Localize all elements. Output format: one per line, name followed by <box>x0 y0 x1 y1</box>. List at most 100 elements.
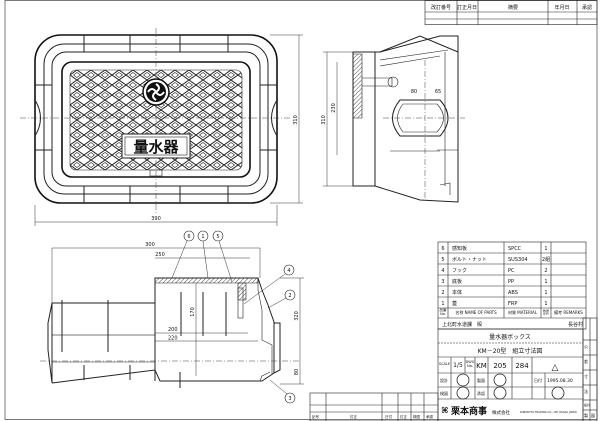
dim-section-inner: 250 <box>155 252 165 258</box>
dwg-no-prefix: KM <box>476 362 487 370</box>
svg-text:4: 4 <box>441 268 444 274</box>
svg-text:フック: フック <box>452 268 467 274</box>
parts-header-no: 品番 No. <box>439 308 447 316</box>
callout-4: 4 <box>243 264 295 305</box>
parts-row: 1 蓋 FRP 1 <box>441 300 547 307</box>
lid-label: 量水器 <box>133 138 179 156</box>
parts-row: 3 底板 PP 1 <box>441 278 547 285</box>
callout-1: 1 <box>197 230 209 279</box>
side-view: 310 230 80 65 <box>321 35 465 203</box>
callout-2: 2 <box>267 289 296 309</box>
svg-text:5: 5 <box>216 234 219 240</box>
drawing-title: 量水器ボックス <box>489 333 531 341</box>
svg-text:1: 1 <box>544 246 547 252</box>
svg-text:図: 図 <box>591 413 595 418</box>
svg-text:1: 1 <box>544 290 547 296</box>
revision-table-top: 改訂番号 訂正月日 摘要 年月日 承認 <box>424 0 598 25</box>
svg-text:1: 1 <box>544 301 547 307</box>
svg-text:2組: 2組 <box>542 256 550 263</box>
scale-value: 1/5 <box>453 362 463 369</box>
dim-plan-width: 390 <box>151 216 161 222</box>
rev-header-ymd: 年月日 <box>554 4 569 11</box>
svg-text:PP: PP <box>508 279 514 285</box>
dim-plan-depth: 310 <box>293 115 299 125</box>
svg-text:差: 差 <box>584 358 588 364</box>
svg-text:訂正: 訂正 <box>400 414 408 419</box>
company-logo-icon: ⌘ <box>441 406 448 415</box>
section-view: 300 250 200 220 170 320 80 6 1 5 4 2 3 <box>40 230 304 404</box>
callout-5: 5 <box>212 230 233 283</box>
dim-side-inner: 230 <box>331 103 337 113</box>
callout-3: 3 <box>269 379 296 404</box>
rev-header-remarks: 摘要 <box>508 4 518 11</box>
rev-header-date: 訂正月日 <box>457 4 477 11</box>
revision-mark: △ <box>552 363 559 373</box>
company-suffix: 株式会社 <box>492 409 510 416</box>
svg-text:1: 1 <box>544 279 547 285</box>
svg-text:日付: 日付 <box>385 414 393 419</box>
date-label: 日付 <box>534 377 542 383</box>
dim-side-pipe2: 65 <box>435 89 441 95</box>
client-name: 上北町水道課 殿 <box>442 321 482 328</box>
svg-text:SUS304: SUS304 <box>508 257 528 263</box>
drawn-label: 製図 <box>477 377 485 383</box>
svg-text:底板: 底板 <box>452 278 462 285</box>
svg-text:5: 5 <box>441 257 444 263</box>
svg-text:SPCC: SPCC <box>508 246 522 252</box>
svg-text:蓋: 蓋 <box>452 300 457 307</box>
rev-header-no: 改訂番号 <box>431 4 451 11</box>
dwg-no-suffix: 284 <box>515 362 529 370</box>
dwg-label: DWG No. <box>465 360 475 368</box>
svg-text:設計: 設計 <box>584 402 590 407</box>
approved-label: 承認 <box>477 390 485 396</box>
svg-text:寸: 寸 <box>584 373 588 379</box>
svg-text:6: 6 <box>441 246 444 252</box>
title-block: 量水器ボックス KM－20型 組立寸法図 1/5 KM 205 284 △ 設計… <box>437 328 584 421</box>
svg-text:2: 2 <box>544 268 547 274</box>
svg-text:FRP: FRP <box>508 301 517 307</box>
dim-section-w2: 220 <box>168 336 178 342</box>
svg-text:訂正: 訂正 <box>350 414 358 419</box>
svg-text:ボルト・ナット: ボルト・ナット <box>452 256 487 263</box>
svg-text:3: 3 <box>441 279 444 285</box>
dim-section-w1: 200 <box>168 327 178 333</box>
dim-section-base: 80 <box>294 369 300 375</box>
drawing-subtitle: KM－20型 組立寸法図 <box>478 347 543 355</box>
svg-text:4: 4 <box>287 268 290 274</box>
svg-text:2: 2 <box>441 290 444 296</box>
svg-text:3: 3 <box>288 396 291 402</box>
parts-row: 4 フック PC 2 <box>441 268 547 274</box>
client-right: 長谷村 <box>568 321 583 328</box>
revision-table-bottom: 記号 訂正 日付 訂正 検図 承認 <box>309 392 439 421</box>
dim-side-total: 310 <box>321 115 327 125</box>
title-side-column: 公 差 寸 法 設計 製 図 <box>582 317 598 421</box>
parts-row: 5 ボルト・ナット SUS304 2組 <box>441 256 550 263</box>
svg-text:PC: PC <box>508 268 515 274</box>
dim-section-h1: 170 <box>190 307 196 317</box>
svg-text:6: 6 <box>187 234 190 240</box>
rev-header-approval: 承認 <box>582 4 592 11</box>
parts-header-remarks: 備考 REMARKS <box>554 309 583 315</box>
drawing-date: 1995.08.30 <box>547 378 573 384</box>
parts-header-name: 名称 NAME OF PARTS <box>455 309 497 315</box>
designed-label: 設計 <box>440 377 448 383</box>
parts-header-material: 材質 MATERIAL <box>507 309 538 315</box>
water-emblem-icon <box>142 78 170 106</box>
svg-text:2: 2 <box>288 293 291 299</box>
svg-text:製: 製 <box>584 412 588 418</box>
dwg-no-mid: 205 <box>493 362 506 370</box>
company-en: KURIMOTO TRADING CO., LTD OSAKA JAPAN <box>520 410 577 414</box>
plan-view: 量水器 390 310 <box>20 28 303 226</box>
svg-text:1: 1 <box>441 301 444 307</box>
svg-text:1: 1 <box>201 234 204 240</box>
scale-label: SCALE <box>438 362 451 367</box>
checked-label: 検図 <box>440 390 448 396</box>
parts-header-qty: 数量 QTY <box>542 308 550 316</box>
dim-side-pipe: 80 <box>411 89 417 95</box>
svg-text:本体: 本体 <box>452 289 462 296</box>
svg-text:承認: 承認 <box>426 414 434 419</box>
